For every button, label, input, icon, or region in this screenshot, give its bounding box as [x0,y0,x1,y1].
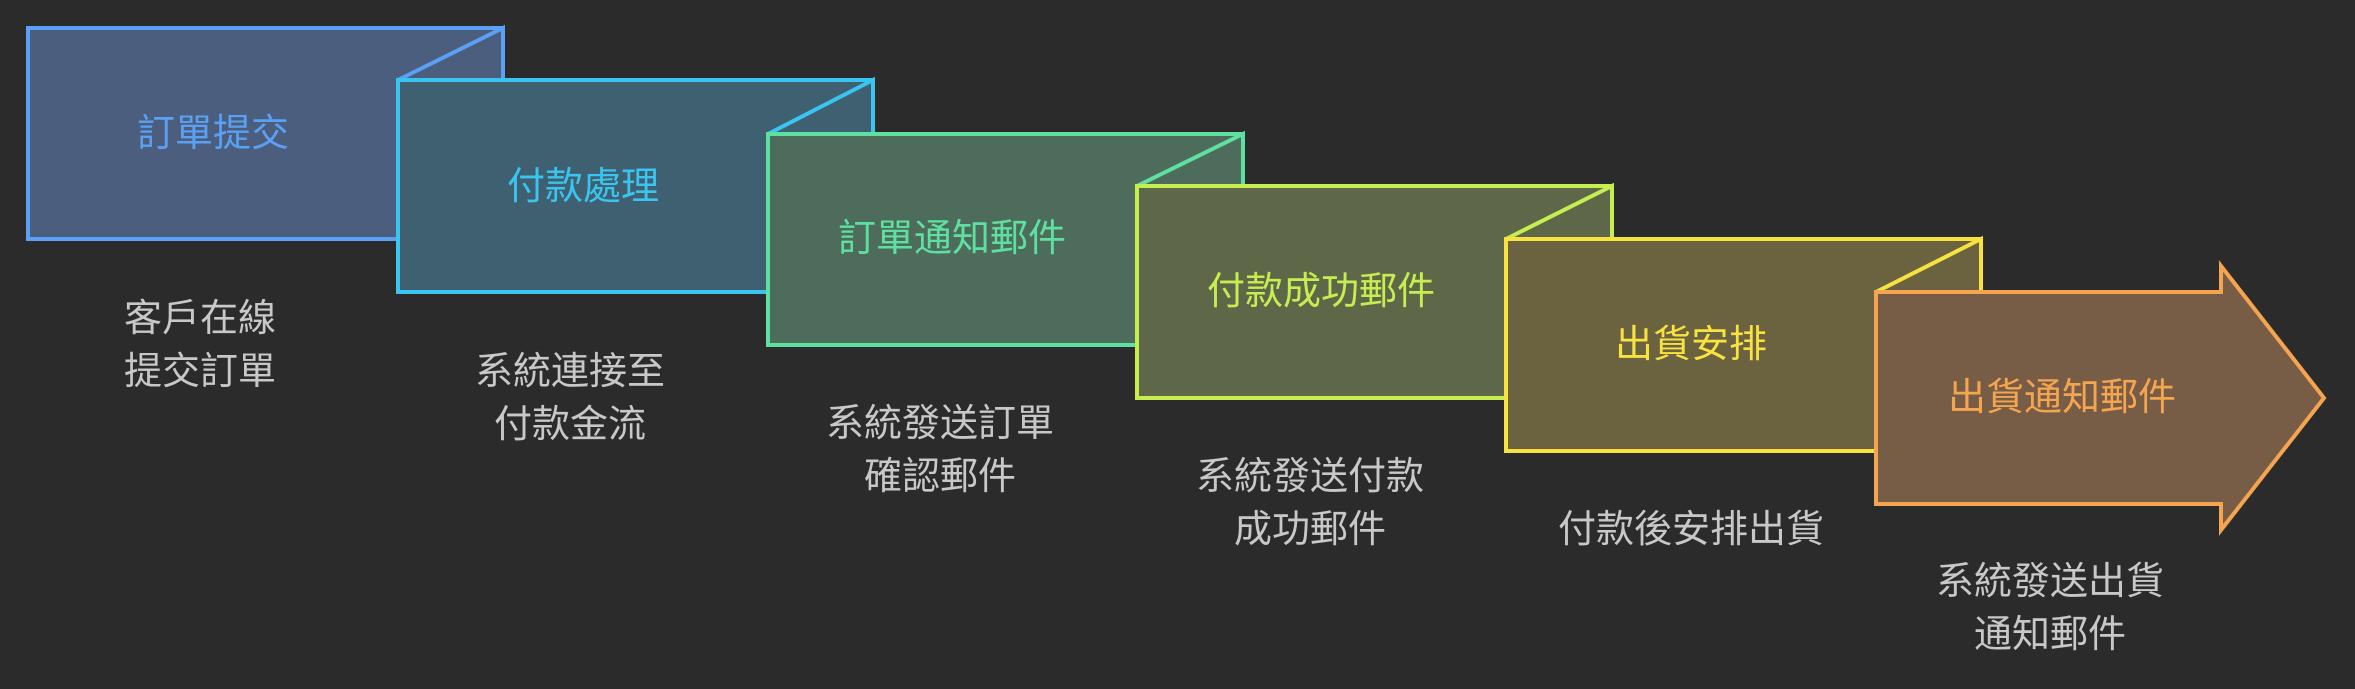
step-4-title: 付款成功郵件 [1207,269,1435,313]
step-order-email: 訂單通知郵件 系統發送訂單 確認郵件 [766,130,1245,498]
step-payment-success-email: 付款成功郵件 系統發送付款 成功郵件 [1135,182,1614,551]
step-4-desc-line-2: 成功郵件 [1234,507,1386,551]
step-5-desc-line-1: 付款後安排出貨 [1558,507,1824,551]
step-4-desc-line-1: 系統發送付款 [1196,454,1424,498]
step-6-desc-line-2: 通知郵件 [1974,612,2126,656]
step-2-title: 付款處理 [507,164,659,208]
step-6-desc-line-1: 系統發送出貨 [1936,559,2164,603]
step-3-desc-line-1: 系統發送訂單 [826,401,1054,445]
step-2-desc-line-1: 系統連接至 [475,349,665,393]
step-3-title: 訂單通知郵件 [838,216,1066,260]
step-1-desc-line-2: 提交訂單 [124,349,276,393]
step-6-title: 出貨通知郵件 [1948,375,2176,419]
step-2-desc-line-2: 付款金流 [494,402,646,446]
step-1-title: 訂單提交 [137,111,289,155]
step-3-desc-line-2: 確認郵件 [864,454,1016,498]
step-5-title: 出貨安排 [1615,322,1767,366]
step-shipping-email: 出貨通知郵件 系統發送出貨 通知郵件 [1874,260,2327,656]
step-payment-processing: 付款處理 系統連接至 付款金流 [396,76,875,446]
step-1-desc-line-1: 客戶在線 [124,296,276,340]
step-6-arrow [1874,260,2327,536]
